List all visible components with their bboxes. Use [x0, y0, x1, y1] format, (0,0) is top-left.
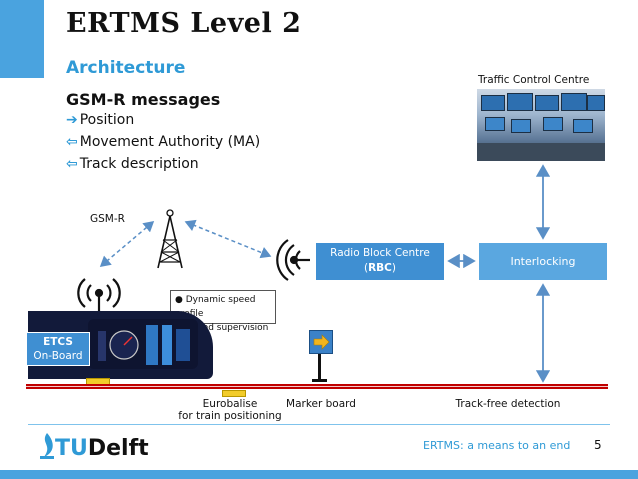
gsm-tower-icon [157, 209, 183, 269]
page-number: 5 [594, 438, 602, 452]
rbc-abbrev: (RBC) [363, 262, 396, 274]
rail-highlight [26, 386, 608, 387]
rbc-box: Radio Block Centre (RBC) [316, 243, 444, 280]
messages-heading: GSM-R messages [66, 90, 221, 109]
arrow-right-icon: ➔ [66, 112, 78, 128]
etcs-onboard-box: ETCS On-Board [26, 332, 90, 366]
footer-accent-bar [0, 470, 638, 479]
message-item: ⇦Track description [66, 156, 199, 172]
message-item: ➔Position [66, 112, 134, 128]
gsm-r-label: GSM-R [90, 213, 125, 225]
marker-board-sign [309, 330, 333, 354]
callout-item: ● Speed supervision [175, 323, 269, 333]
tu-delft-flame-icon [40, 433, 54, 459]
rbc-label: Radio Block Centre [330, 247, 430, 259]
accent-bar [0, 0, 44, 78]
tcc-label: Traffic Control Centre [478, 74, 590, 86]
eurobalise-label: Eurobalise for train positioning [178, 398, 282, 422]
control-room-image [477, 89, 605, 161]
slide-subtitle: Architecture [66, 58, 186, 78]
arrow-left-icon: ⇦ [66, 156, 78, 172]
message-text: Track description [79, 156, 199, 172]
footer-divider [28, 424, 610, 425]
marker-board-pole [318, 350, 321, 380]
message-item: ⇦Movement Authority (MA) [66, 134, 260, 150]
slide-title: ERTMS Level 2 [66, 8, 302, 39]
tu-delft-logo: TUDelft [55, 436, 149, 461]
footer-caption: ERTMS: a means to an end [423, 439, 571, 452]
message-text: Position [79, 112, 135, 128]
wireless-link-rbc [184, 219, 272, 259]
track-free-detection-label: Track-free detection [455, 398, 561, 410]
eurobalise [222, 390, 246, 397]
train-antenna-icon [77, 278, 121, 312]
wireless-link-train [99, 221, 155, 267]
radio-waves-icon [276, 239, 310, 281]
interlocking-box: Interlocking [479, 243, 607, 280]
marker-board-base [312, 379, 327, 382]
message-text: Movement Authority (MA) [79, 134, 261, 150]
marker-board-label: Marker board [286, 398, 356, 410]
arrow-left-icon: ⇦ [66, 134, 78, 150]
